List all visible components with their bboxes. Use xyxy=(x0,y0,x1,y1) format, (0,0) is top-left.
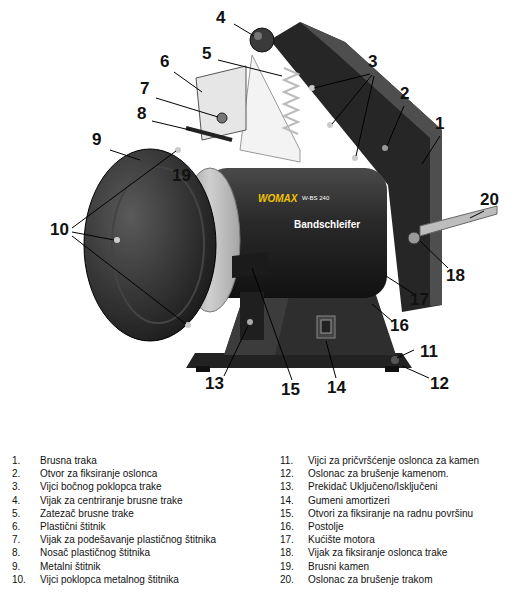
callout-number: 1 xyxy=(435,114,444,133)
part-name: Gumeni amortizeri xyxy=(308,495,390,507)
part-name: Oslonac za brušenje kamenom. xyxy=(308,468,449,480)
callout-number: 13 xyxy=(205,374,224,393)
list-number: 13. xyxy=(280,481,294,493)
list-number: 3. xyxy=(12,481,20,493)
model-name: W-BS 240 xyxy=(302,195,329,201)
part-name: Otvor za fiksiranje oslonca xyxy=(40,468,157,480)
part-name: Vijak za fiksiranje oslonca trake xyxy=(308,547,447,559)
part-name: Brusni kamen xyxy=(308,561,369,573)
callout-number: 5 xyxy=(202,44,211,63)
part-name: Postolje xyxy=(308,521,344,533)
list-number: 12. xyxy=(280,468,294,480)
list-number: 20. xyxy=(280,574,294,586)
list-number: 14. xyxy=(280,495,294,507)
callout-number: 10 xyxy=(50,220,69,239)
callout-number: 8 xyxy=(137,104,146,123)
part-name: Vijak za centriranje brusne trake xyxy=(40,495,183,507)
list-number: 6. xyxy=(12,521,20,533)
part-name: Plastični štitnik xyxy=(40,521,106,533)
list-number: 15. xyxy=(280,508,294,520)
part-name: Oslonac za brušenje trakom xyxy=(308,574,433,586)
callout-number: 16 xyxy=(390,316,409,335)
part-name: Vijci za pričvršćenje oslonca za kamen xyxy=(308,455,479,467)
list-number: 11. xyxy=(280,455,293,467)
callout-number: 17 xyxy=(410,290,429,309)
callout-number: 7 xyxy=(140,79,149,98)
part-name: Metalni štitnik xyxy=(40,561,101,573)
list-number: 10. xyxy=(12,574,26,586)
callout-number: 2 xyxy=(400,84,409,103)
callout-number: 12 xyxy=(430,374,449,393)
list-number: 19. xyxy=(280,561,294,573)
part-name: Vijci bočnog poklopca trake xyxy=(40,481,162,493)
part-name: Zatezač brusne trake xyxy=(40,508,134,520)
callout-number: 4 xyxy=(216,8,225,27)
brand-logo: WOMAX xyxy=(258,193,297,204)
callout-number: 19 xyxy=(172,166,191,185)
machine-title: Bandschleifer xyxy=(294,219,360,230)
part-name: Otvori za fiksiranje na radnu površinu xyxy=(308,508,473,520)
part-name: Vijci poklopca metalnog štitnika xyxy=(40,574,179,586)
list-number: 1. xyxy=(12,455,20,467)
callout-number: 14 xyxy=(327,378,346,397)
part-name: Brusna traka xyxy=(40,455,97,467)
callout-number: 15 xyxy=(281,380,300,399)
callout-number: 11 xyxy=(420,342,438,361)
callout-number: 3 xyxy=(368,52,377,71)
callout-number: 6 xyxy=(160,52,169,71)
list-number: 17. xyxy=(280,534,294,546)
list-number: 8. xyxy=(12,547,20,559)
callout-number: 9 xyxy=(92,130,101,149)
part-name: Nosač plastičnog štitnika xyxy=(40,547,150,559)
part-name: Prekidač Uključeno/Isključeni xyxy=(308,481,438,493)
callout-number: 18 xyxy=(446,266,465,285)
list-number: 9. xyxy=(12,561,20,573)
list-number: 7. xyxy=(12,534,20,546)
part-name: Kućište motora xyxy=(308,534,375,546)
list-number: 5. xyxy=(12,508,20,520)
list-number: 18. xyxy=(280,547,294,559)
list-number: 4. xyxy=(12,495,20,507)
part-name: Vijak za podešavanje plastičnog štitnika xyxy=(40,534,216,546)
callout-number: 20 xyxy=(480,190,499,209)
list-number: 2. xyxy=(12,468,20,480)
list-number: 16. xyxy=(280,521,294,533)
